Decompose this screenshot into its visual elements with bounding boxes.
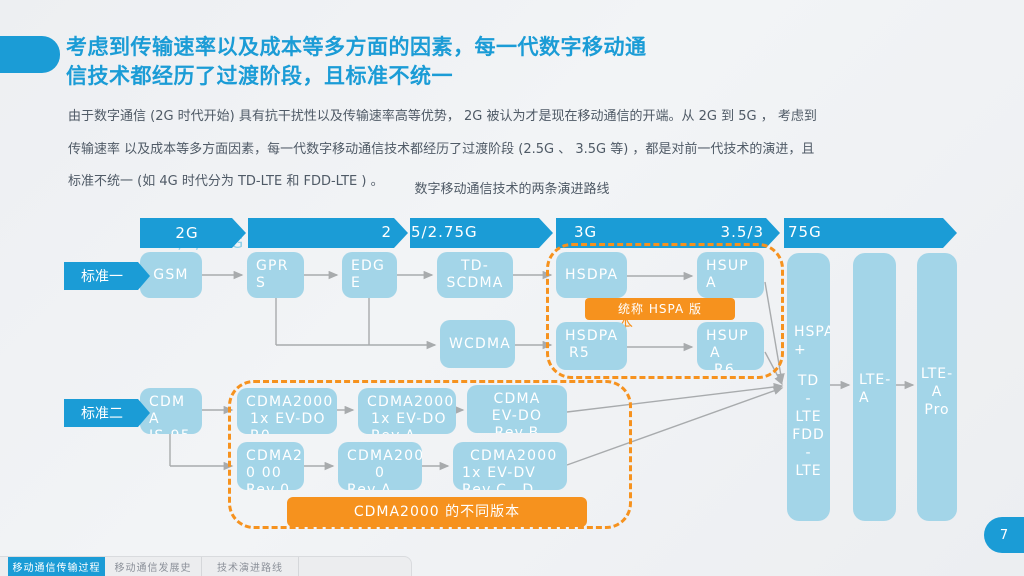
hspa-badge: 统称 HSPA 版: [585, 298, 735, 320]
gen-label-3g: 3G: [574, 223, 598, 241]
gen-label-2: 2: [381, 223, 392, 241]
node-edge: EDG E: [342, 252, 397, 298]
node-cdma2000-1x-evdo-reva: CDMA2000 1x EV-DO Rev.A: [358, 388, 456, 434]
route2-tag: 标准二: [64, 399, 150, 427]
footer-tabbar: 移动通信传输过程 移动通信发展史 技术演进路线: [0, 556, 412, 576]
gen-label-5-275g: 5/2.75G: [411, 223, 478, 241]
diagram-caption: 数字移动通信技术的两条演进路线: [414, 182, 610, 197]
gen-label-75g: 75G: [788, 223, 822, 241]
node-hsdpa: HSDPA: [556, 252, 627, 298]
gen-label-35-3: 3.5/3: [720, 223, 764, 241]
cdma-versions-badge: CDMA2000 的不同版本: [287, 497, 587, 527]
column-lte-a-pro: LTE- A Pro: [917, 253, 957, 521]
gen-label-2g: 2G: [175, 224, 199, 242]
node-cdma-is95: CDM A IS-95: [140, 388, 202, 434]
node-cdma2000-revab: CDMA200 0 Rev.A、B: [338, 442, 422, 490]
node-cdma-evdo-revb: CDMA EV-DO Rev.B: [467, 385, 567, 433]
node-gprs: GPR S: [247, 252, 304, 298]
column-lte-a: LTE- A: [853, 253, 896, 521]
gen-arrow-5g: 75G: [784, 218, 957, 248]
node-cdma2000-1x-evdo-r0: CDMA2000 1x EV-DO R0: [237, 388, 337, 434]
node-td-scdma: TD- SCDMA: [437, 252, 513, 298]
node-hsupa: HSUP A: [697, 252, 764, 298]
gen-arrow-2-5g-a: 2: [248, 218, 408, 248]
gen-arrow-3g: 3G 3.5/3: [556, 218, 780, 248]
node-wcdma: WCDMA: [440, 320, 515, 368]
body-line-1: 由于数字通信 (2G 时代开始) 具有抗干扰性以及传输速率高等优势， 2G 被认…: [68, 109, 817, 124]
tab-mobile-history[interactable]: 移动通信发展史: [105, 557, 202, 576]
node-cdma2000-1x-evdv: CDMA2000 1x EV-DV Rev.C、D: [453, 442, 567, 490]
title-line-1: 考虑到传输速率以及成本等多方面的因素，每一代数字移动通: [66, 35, 647, 59]
tabbar-pad: [0, 557, 8, 576]
node-cdma2000-rev0: CDMA2 0 00 Rev.0: [237, 442, 304, 490]
body-line-2: 传输速率 以及成本等多方面因素，每一代数字移动通信技术都经历了过渡阶段 (2.5…: [68, 141, 815, 157]
gen-arrow-2-5g-b: 5/2.75G: [410, 218, 553, 248]
tab-tech-evolution-route[interactable]: 技术演进路线: [202, 557, 299, 576]
tab-mobile-transmission-process[interactable]: 移动通信传输过程: [8, 557, 105, 576]
route1-tag: 标准一: [64, 262, 150, 290]
title-line-2: 信技术都经历了过渡阶段，且标准不统一: [66, 64, 453, 88]
node-hsdpa-r5: HSDPA R5: [556, 322, 627, 370]
node-hsupa-r6: HSUP A R6: [697, 322, 764, 370]
body-paragraph: 由于数字通信 (2G 时代开始) 具有抗干扰性以及传输速率高等优势， 2G 被认…: [68, 101, 953, 199]
node-gsm: GSM: [140, 252, 202, 298]
column-hspa-td-fdd-lte: HSPA + TD - LTE FDD - LTE: [787, 253, 830, 521]
title-accent-tab: [0, 36, 60, 73]
page-title: 考虑到传输速率以及成本等多方面的因素，每一代数字移动通 信技术都经历了过渡阶段，…: [66, 33, 976, 91]
page-number: 7: [984, 517, 1024, 553]
body-line-3: 标准不统一 (如 4G 时代分为 TD-LTE 和 FDD-LTE ) 。: [68, 174, 384, 189]
gen-arrow-2g: 2G: [140, 218, 246, 248]
